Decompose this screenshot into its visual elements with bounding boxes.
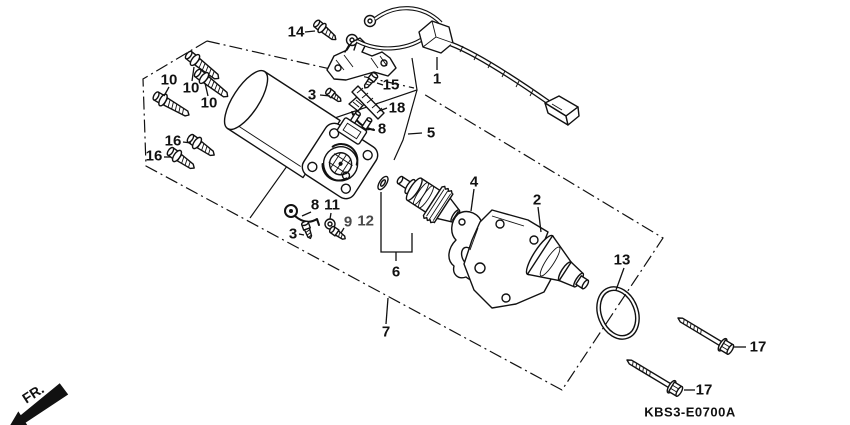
- callout-12: 12: [357, 213, 374, 230]
- brush-spring-leaf: [351, 85, 385, 120]
- cable-boot: [418, 20, 454, 54]
- bolt-16-a: [186, 133, 215, 157]
- callout-17-b: 17: [696, 382, 713, 399]
- callout-10-c: 10: [201, 95, 218, 112]
- callout-10-b: 10: [183, 80, 200, 97]
- cable-connector: [544, 95, 580, 126]
- callout-3-upper: 3: [308, 87, 316, 104]
- callout-9: 9: [344, 214, 352, 231]
- flange-bolt-10-b: [193, 68, 229, 98]
- callout-16-a: 16: [165, 133, 182, 150]
- o-ring-13: [596, 286, 640, 340]
- brush-screw-3-upper: [324, 87, 342, 103]
- callout-3-lower: 3: [289, 226, 297, 243]
- callout-14: 14: [288, 24, 305, 41]
- callout-1: 1: [433, 71, 441, 88]
- assembly-boundary-dashdot: [142, 40, 664, 391]
- brush-holder: [336, 110, 373, 145]
- diagram-code: KBS3-E0700A: [644, 405, 736, 420]
- callout-8-lower: 8: [311, 197, 319, 214]
- callout-6-bracket: [380, 192, 413, 261]
- callout-18: 18: [389, 100, 406, 117]
- cable-ring-terminals: [344, 14, 377, 53]
- callout-7: 7: [382, 324, 390, 341]
- callout-labels: 1 2 3 3 4 5 6 7 8 8 9 10 10 10 11 12 13 …: [146, 24, 767, 399]
- callout-5: 5: [427, 125, 435, 142]
- callout-11: 11: [324, 197, 340, 214]
- brush-screw-15: [363, 71, 379, 89]
- callout-16-b: 16: [146, 148, 163, 165]
- callout-6: 6: [392, 264, 400, 281]
- mounting-bolt-17-b: [626, 359, 684, 397]
- flange-bolt-10-c: [152, 91, 190, 117]
- callout-17-a: 17: [750, 339, 767, 356]
- flange-bolt-10-a: [184, 50, 220, 80]
- bolt-14: [312, 19, 337, 41]
- callout-4: 4: [470, 174, 479, 191]
- callout-15: 15: [383, 77, 400, 94]
- bolt-16-b: [166, 146, 195, 170]
- gear-holder-housing: [463, 209, 590, 309]
- callout-2: 2: [533, 192, 541, 209]
- screw-9: [328, 225, 346, 240]
- mounting-bolt-17-a: [677, 317, 735, 355]
- cable-lead: [450, 41, 550, 105]
- callout-13: 13: [614, 252, 631, 269]
- starter-motor-body: [223, 69, 379, 200]
- front-direction-arrow: FR.: [8, 381, 69, 425]
- callout-8-upper: 8: [378, 121, 386, 138]
- callout-10-a: 10: [161, 72, 178, 89]
- brush-screw-3-lower: [300, 220, 313, 240]
- thrust-washer-12: [377, 175, 389, 191]
- callout-leader-lines: [163, 30, 746, 391]
